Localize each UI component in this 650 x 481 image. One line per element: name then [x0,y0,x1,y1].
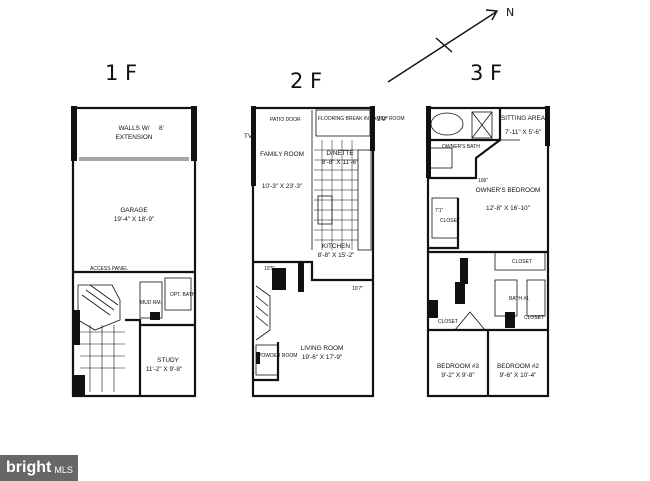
watermark-brand: bright [6,459,52,476]
bath1-label: BATH #1 [509,296,529,302]
closet-label-2: CLOSET [512,259,532,265]
bedroom3-label: BEDROOM #3 [437,363,479,370]
owners-bedroom-dim: 12'-8" X 16'-10" [486,205,530,212]
closet-label-1: CLOSET [440,218,460,224]
walls-ext-dim: 8' [159,125,164,132]
flooring-break-label: FLOORING BREAK IN FAMILY ROOM [318,116,405,122]
sitting-area-label: SITTING AREA [501,115,546,122]
bedroom3-dim: 9'-2" X 9'-8" [441,372,474,379]
floor-2-plan [251,106,375,398]
walls-ext-label-2: EXTENSION [116,134,153,141]
living-room-label: LIVING ROOM [301,345,344,352]
study-label: STUDY [157,357,179,364]
dinette-dim: 8'-8" X 11'-6" [322,159,358,166]
hand-note-2f-2: 10'7" [352,286,363,292]
powder-room-label: POWDER ROOM [258,353,297,359]
floor-3-plan [426,106,550,398]
floor-label-3f: 3 F [470,61,502,85]
garage-label: GARAGE [120,207,147,214]
access-panel-label: ACCESS PANEL [90,266,128,272]
kitchen-label: KITCHEN [322,243,350,250]
sitting-area-dim: 7'-11" X 5'-6" [505,129,541,136]
owners-bath-label: OWNER'S BATH [442,144,480,150]
bedroom2-dim: 9'-6" X 10'-4" [500,372,537,379]
hand-note-3f-1: 7'1" [435,208,444,214]
floor-label-1f: 1 F [105,61,137,85]
mud-room-label: MUD RM. [140,300,162,306]
tv-note: TV [244,133,253,140]
north-label: N [506,6,514,19]
family-room-label: FAMILY ROOM [260,151,304,158]
kitchen-dim: 8'-8" X 15'-2" [318,252,355,259]
brightmls-watermark: bright MLS [0,455,78,481]
opt-bath-label: OPT. BATH [170,292,196,298]
closet-label-4: CLOSET [524,315,544,321]
closet-label-3: CLOSET [438,319,458,325]
garage-dim: 19'-4" X 18'-9" [114,216,154,223]
walls-ext-label-1: WALLS W/ [118,125,149,132]
floor-1-plan [71,106,197,398]
family-room-dim: 10'-3" X 23'-3" [262,183,302,190]
patio-door-label: PATIO DOOR [270,117,301,123]
hand-note-3f-2: 106" [478,178,488,184]
floor-label-2f: 2 F [290,69,322,93]
watermark-suffix: MLS [54,465,73,475]
study-dim: 11'-2" X 9'-8" [146,366,182,373]
north-arrow-icon: N [387,6,514,83]
bedroom2-label: BEDROOM #2 [497,363,539,370]
living-room-dim: 19'-6" X 17'-9" [302,354,342,361]
bump-note: 3'9" [377,116,388,123]
owners-bedroom-label: OWNER'S BEDROOM [476,187,541,194]
hand-note-2f-1: 10'5" [264,266,275,272]
dinette-label: DINETTE [326,150,353,157]
